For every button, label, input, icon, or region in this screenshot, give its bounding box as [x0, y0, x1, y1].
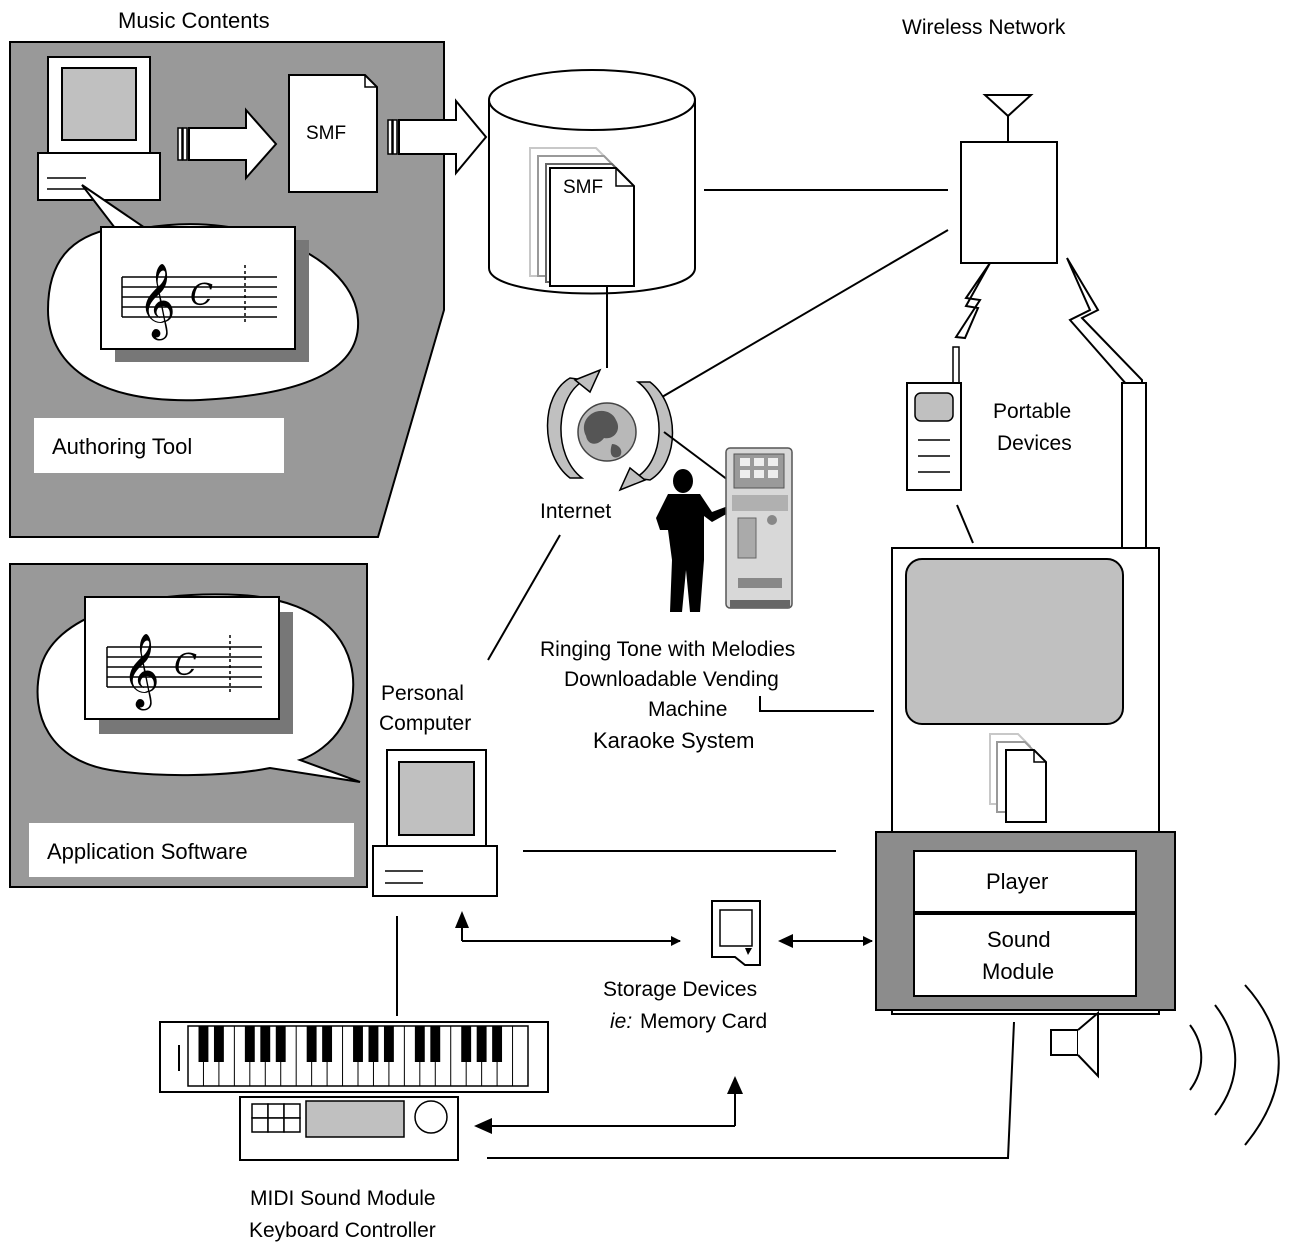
- authoring-tool-box: [34, 418, 284, 473]
- sheet-music-icon: 𝄞 C: [84, 596, 293, 734]
- application-software-box: [29, 823, 354, 877]
- piano-black-key: [430, 1026, 441, 1062]
- sound-module-line-1: Sound: [987, 927, 1051, 952]
- piano-black-key: [244, 1026, 255, 1062]
- smf-file-label: SMF: [306, 123, 346, 144]
- storage-ie: ie:: [610, 1010, 632, 1033]
- music-contents-label: Music Contents: [118, 8, 270, 33]
- svg-text:C: C: [190, 278, 213, 313]
- connector-line: [663, 431, 729, 481]
- player-label: Player: [986, 869, 1048, 894]
- speaker-icon: [1050, 1010, 1099, 1079]
- vending-line-1: Ringing Tone with Melodies: [540, 638, 795, 661]
- personal-computer-line-2: Computer: [379, 712, 471, 735]
- vending-line-2: Downloadable Vending: [564, 668, 779, 691]
- piano-black-key: [368, 1026, 379, 1062]
- connector-line: [759, 696, 874, 712]
- sound-module-box: [913, 913, 1137, 997]
- piano-black-key: [414, 1026, 425, 1062]
- authoring-tool-panel: SMF 𝄞 C Authoring Tool: [9, 41, 445, 538]
- arrow-right-icon: [387, 98, 488, 176]
- piano-black-key: [476, 1026, 487, 1062]
- karaoke-label: Karaoke System: [593, 728, 754, 753]
- globe-icon: [546, 368, 674, 492]
- computer-icon: [37, 56, 161, 201]
- computer-icon: [372, 749, 498, 897]
- arrow-up-icon: [727, 1076, 743, 1094]
- arrow-left-icon: [778, 934, 793, 948]
- piano-black-key: [383, 1026, 394, 1062]
- wireless-network-label: Wireless Network: [902, 16, 1066, 39]
- memory-card-icon: [711, 900, 761, 966]
- portable-devices-line-2: Devices: [997, 432, 1072, 455]
- authoring-tool-label: Authoring Tool: [52, 434, 192, 459]
- svg-text:𝄞: 𝄞: [122, 634, 160, 711]
- arrow-up-icon: [455, 911, 469, 928]
- internet-label: Internet: [540, 500, 611, 523]
- connector-line: [956, 504, 974, 544]
- midi-line-1: MIDI Sound Module: [250, 1187, 436, 1210]
- piano-black-key: [275, 1026, 286, 1062]
- mobile-phone-icon: [906, 346, 962, 491]
- midi-line-2: Keyboard Controller: [249, 1219, 436, 1242]
- svg-text:𝄞: 𝄞: [138, 264, 176, 341]
- connector-line: [487, 534, 561, 661]
- database-icon: [488, 69, 696, 295]
- application-software-panel: 𝄞 C Application Software: [9, 563, 368, 888]
- lightning-icon: [1066, 257, 1143, 405]
- piano-black-key: [213, 1026, 224, 1062]
- portable-devices-line-1: Portable: [993, 400, 1071, 423]
- personal-computer-line-1: Personal: [381, 682, 464, 705]
- piano-black-key: [260, 1026, 271, 1062]
- connector-line: [661, 229, 949, 398]
- piano-black-key: [198, 1026, 209, 1062]
- vending-line-3: Machine: [648, 698, 727, 721]
- piano-black-key: [353, 1026, 363, 1062]
- sound-waves-icon: [1189, 984, 1280, 1146]
- smf-db-label: SMF: [563, 177, 603, 198]
- antenna-tower-icon: [960, 94, 1058, 264]
- keyboard-icon: [159, 1021, 549, 1161]
- person-silhouette-icon: [656, 469, 730, 612]
- arrow-left-icon: [474, 1118, 492, 1134]
- player-box: [913, 850, 1137, 913]
- sound-module-line-2: Module: [982, 959, 1054, 984]
- connector-line: [487, 1021, 1015, 1159]
- lightning-icon: [954, 262, 991, 340]
- arrow-right-icon: [177, 107, 278, 181]
- piano-black-key: [322, 1026, 333, 1062]
- storage-line-1: Storage Devices: [603, 978, 757, 1001]
- document-icon: [288, 74, 378, 193]
- piano-black-key: [306, 1026, 317, 1062]
- storage-line-2: Memory Card: [640, 1010, 767, 1033]
- piano-black-key: [461, 1026, 472, 1062]
- piano-black-key: [492, 1026, 503, 1062]
- svg-text:C: C: [174, 648, 197, 683]
- karaoke-device: [875, 382, 1176, 1015]
- sheet-music-icon: 𝄞 C: [100, 226, 309, 362]
- kiosk-icon: [725, 447, 793, 609]
- application-software-label: Application Software: [47, 839, 248, 864]
